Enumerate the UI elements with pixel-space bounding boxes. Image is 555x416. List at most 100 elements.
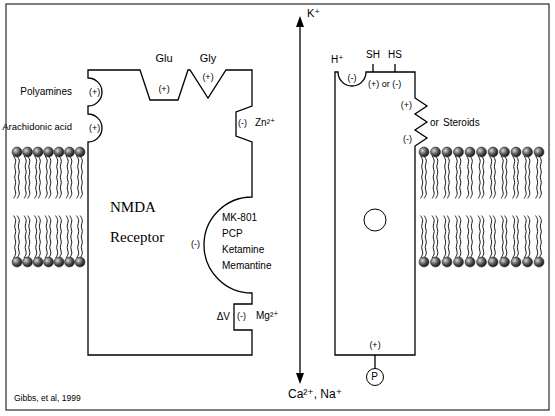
lipid-head bbox=[511, 257, 521, 267]
lipid-tail bbox=[524, 216, 526, 258]
lipid-tail bbox=[17, 216, 19, 258]
blocker-label: Ketamine bbox=[222, 244, 264, 256]
lipid-tail bbox=[505, 216, 507, 258]
lipid-tail bbox=[455, 216, 457, 258]
lipid-tail bbox=[539, 156, 541, 198]
lipid-tail bbox=[513, 216, 515, 258]
blocker-label: MK-801 bbox=[222, 212, 257, 224]
lipid-head bbox=[54, 147, 64, 157]
lipid-head bbox=[523, 147, 533, 157]
lipid-head bbox=[534, 147, 544, 157]
lipid-tail bbox=[470, 216, 472, 258]
lipid-tail bbox=[493, 216, 495, 258]
phosphate-circle: P bbox=[366, 368, 384, 386]
lipid-head bbox=[419, 257, 429, 267]
arrow-head bbox=[296, 373, 304, 384]
lipid-tail bbox=[66, 156, 68, 198]
lipid-head bbox=[500, 147, 510, 157]
lipid-tail bbox=[447, 216, 449, 258]
lipid-head bbox=[44, 147, 54, 157]
lipid-tail bbox=[490, 216, 492, 258]
lipid-head bbox=[488, 257, 498, 267]
lipid-tail bbox=[436, 156, 438, 198]
lipid-tail bbox=[38, 216, 40, 258]
lipid-head bbox=[431, 147, 441, 157]
lipid-tail bbox=[455, 156, 457, 198]
ligand-label: Gly bbox=[200, 52, 217, 65]
effect-sign: (+) bbox=[202, 72, 213, 82]
effect-sign: (-) bbox=[238, 118, 247, 128]
lipid-tail bbox=[14, 216, 16, 258]
lipid-head bbox=[454, 257, 464, 267]
site-circle bbox=[364, 209, 386, 231]
lipid-head bbox=[419, 147, 429, 157]
lipid-head bbox=[442, 257, 452, 267]
lipid-tail bbox=[528, 216, 530, 258]
lipid-tail bbox=[14, 156, 16, 198]
lipid-tail bbox=[28, 156, 30, 198]
effect-sign: (-) bbox=[348, 73, 357, 83]
lipid-tail bbox=[77, 156, 79, 198]
effect-sign: (+) or (-) bbox=[368, 79, 401, 89]
lipid-head bbox=[500, 257, 510, 267]
lipid-tail bbox=[80, 216, 82, 258]
ion-label: Zn²⁺ bbox=[255, 117, 275, 129]
lipid-tail bbox=[66, 216, 68, 258]
lipid-tail bbox=[459, 216, 461, 258]
lipid-tail bbox=[539, 216, 541, 258]
modulator-label: Arachidonic acid bbox=[2, 122, 72, 133]
lipid-tail bbox=[49, 156, 51, 198]
lipid-tail bbox=[524, 156, 526, 198]
lipid-tail bbox=[436, 216, 438, 258]
effect-sign: (+) bbox=[401, 100, 412, 110]
thiol-stick bbox=[372, 64, 373, 72]
lipid-head bbox=[454, 147, 464, 157]
phospho-stem bbox=[374, 355, 375, 368]
lipid-head bbox=[523, 257, 533, 267]
voltage-label: ΔV bbox=[217, 311, 230, 323]
lipid-head bbox=[477, 257, 487, 267]
receptor-name: NMDA Receptor bbox=[110, 192, 186, 252]
lipid-tail bbox=[56, 156, 58, 198]
lipid-head bbox=[75, 147, 85, 157]
effect-sign: (+) bbox=[158, 84, 169, 94]
lipid-tail bbox=[516, 156, 518, 198]
lipid-head bbox=[23, 147, 33, 157]
lipid-tail bbox=[70, 156, 72, 198]
modulator-label: Polyamines bbox=[20, 86, 72, 98]
lipid-tail bbox=[70, 216, 72, 258]
lipid-tail bbox=[447, 156, 449, 198]
lipid-tail bbox=[505, 156, 507, 198]
lipid-head bbox=[75, 257, 85, 267]
lipid-tail bbox=[56, 216, 58, 258]
blocker-label: PCP bbox=[222, 228, 243, 240]
lipid-head bbox=[33, 257, 43, 267]
blocker-label: Memantine bbox=[222, 260, 271, 272]
lipid-tail bbox=[421, 156, 423, 198]
effect-sign: (-) bbox=[403, 134, 412, 144]
lipid-tail bbox=[24, 156, 26, 198]
lipid-head bbox=[465, 147, 475, 157]
lipid-tail bbox=[45, 216, 47, 258]
lipid-tail bbox=[77, 216, 79, 258]
effect-sign: (-) bbox=[191, 239, 200, 249]
site-label: SH bbox=[366, 49, 380, 61]
lipid-head bbox=[23, 257, 33, 267]
lipid-head bbox=[534, 257, 544, 267]
lipid-tail bbox=[17, 156, 19, 198]
lipid-tail bbox=[444, 156, 446, 198]
lipid-tail bbox=[59, 156, 61, 198]
effect-sign: (+) bbox=[89, 87, 100, 97]
lipid-tail bbox=[80, 156, 82, 198]
lipid-tail bbox=[501, 156, 503, 198]
lipid-tail bbox=[421, 216, 423, 258]
lipid-tail bbox=[482, 216, 484, 258]
lipid-tail bbox=[35, 216, 37, 258]
citation: Gibbs, et al, 1999 bbox=[14, 394, 81, 404]
lipid-tail bbox=[45, 156, 47, 198]
effect-sign: (+) bbox=[89, 123, 100, 133]
ion-flow-line bbox=[299, 24, 300, 376]
lipid-head bbox=[65, 257, 75, 267]
lipid-tail bbox=[459, 156, 461, 198]
